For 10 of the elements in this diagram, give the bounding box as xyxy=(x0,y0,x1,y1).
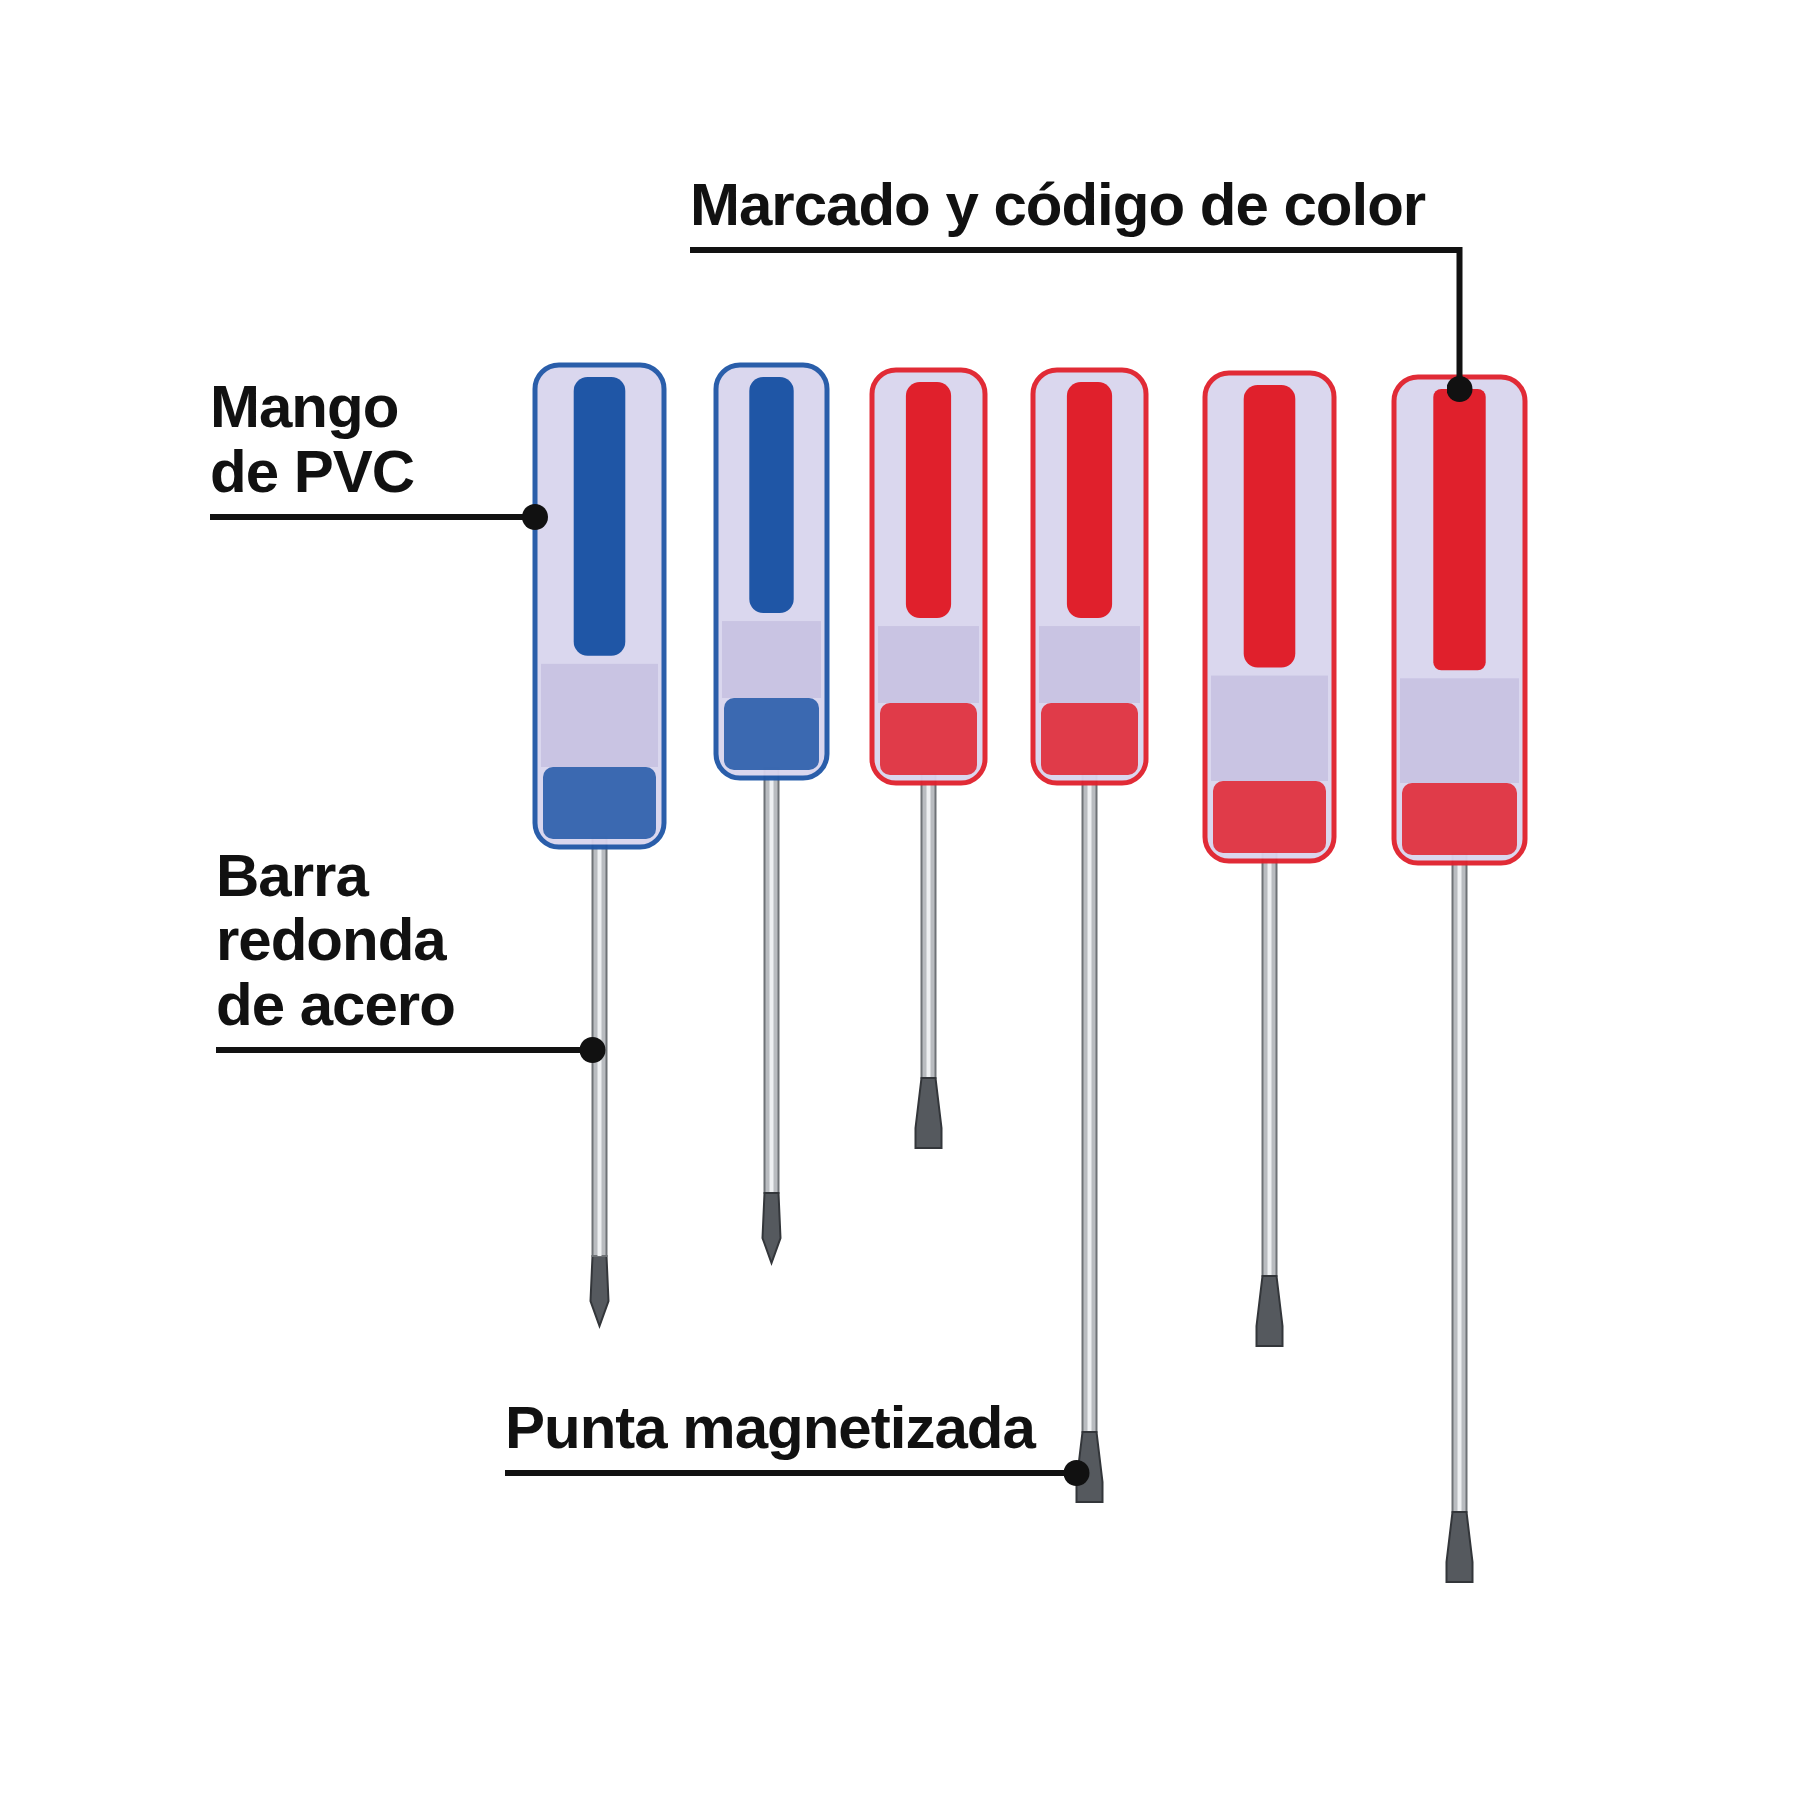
leader-line xyxy=(690,247,1473,402)
callout-label: Marcado y código de color xyxy=(690,173,1510,250)
leader-line xyxy=(505,1460,1090,1486)
callout-label: Mango de PVC xyxy=(210,375,450,517)
callout-label: Barra redonda de acero xyxy=(216,843,486,1050)
leader-line xyxy=(216,1037,606,1063)
leader-line xyxy=(210,504,548,530)
callout-label: Punta magnetizada xyxy=(505,1396,1145,1473)
screwdriver-handle xyxy=(532,362,667,850)
color-stripe xyxy=(1433,389,1486,671)
